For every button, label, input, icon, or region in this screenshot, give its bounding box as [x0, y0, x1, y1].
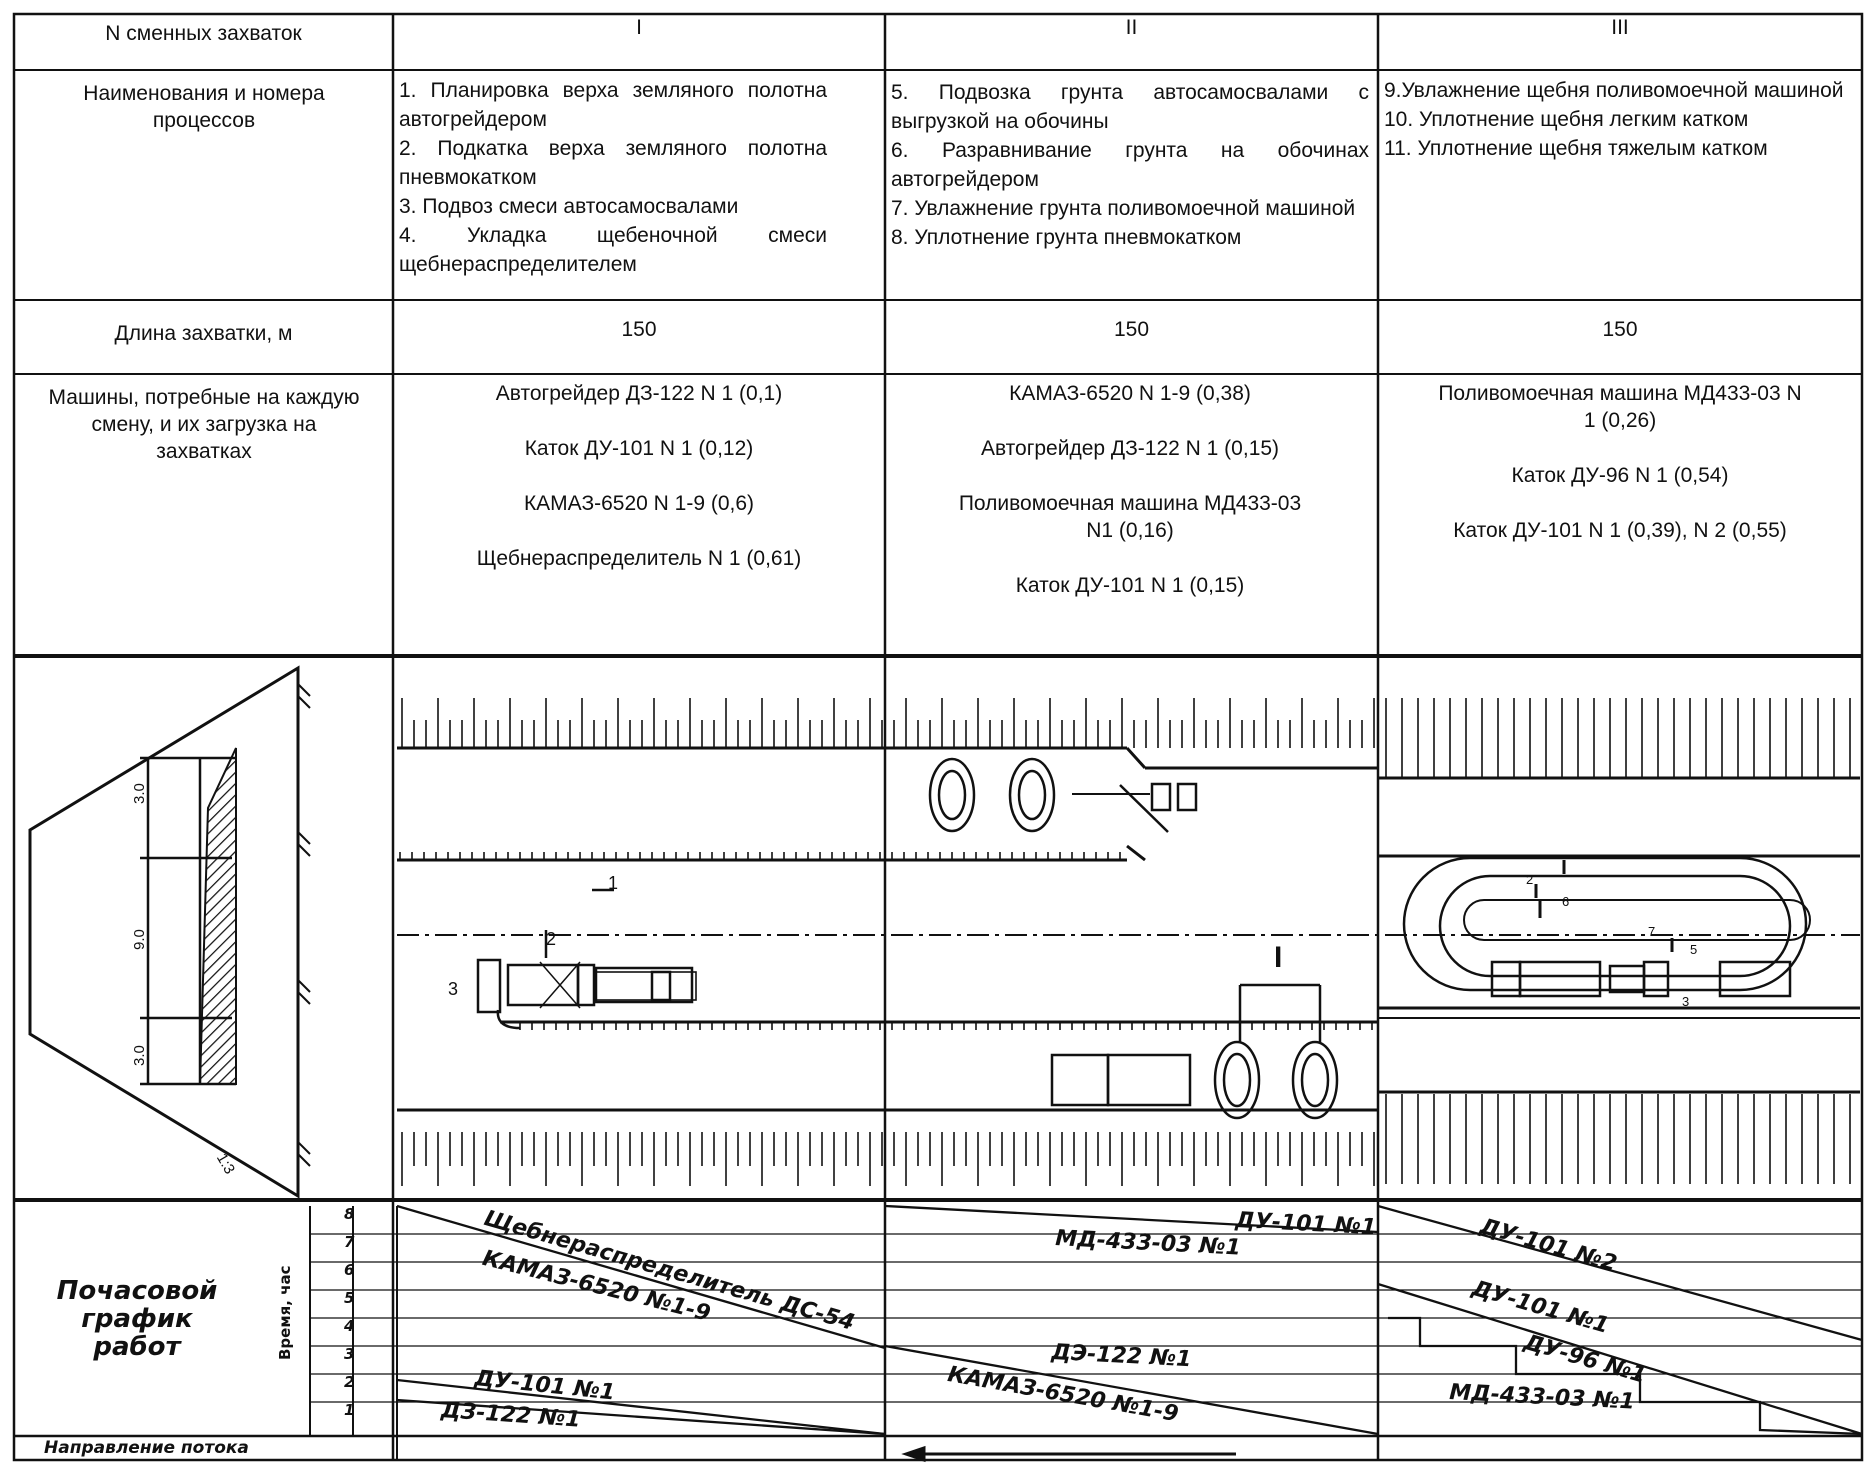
scheme-label-z3-3: 3: [1682, 994, 1690, 1009]
length-zone-III: 150: [1602, 318, 1638, 341]
hour-4: 4: [344, 1317, 355, 1335]
process-5: 5. Подвозка грунта автосамосвалами с выг…: [891, 81, 1369, 133]
schedule-lines: [396, 1204, 1863, 1436]
zone2-machines: [928, 757, 1339, 1120]
schedule-axis-label: Время, час: [276, 1265, 294, 1360]
schedule-title-3: работ: [93, 1332, 181, 1362]
schedule-title-1: Почасовой: [56, 1276, 218, 1306]
scheme-label-2: 2: [546, 929, 557, 949]
process-3: 3. Подвоз смеси автосамосвалами: [399, 195, 739, 218]
scheme-label-z3-5: 5: [1690, 942, 1698, 957]
process-7: 7. Увлажнение грунта поливомоечной машин…: [891, 197, 1356, 220]
length-zone-II: 150: [1113, 318, 1150, 341]
machine-ii-1: КАМАЗ-6520 N 1-9 (0,38): [1009, 382, 1251, 405]
processes-zone-II: 5. Подвозка грунта автосамосвалами с выг…: [885, 78, 1375, 252]
header-zone-I: I: [636, 16, 642, 39]
processes-label: Наименования и номера процессов: [83, 82, 325, 132]
schedule-grid: [309, 1206, 1862, 1460]
process-11: 11. Уплотнение щебня тяжелым катком: [1384, 137, 1768, 160]
length-label: Длина захватки, м: [114, 322, 293, 345]
process-9: 9.Увлажнение щебня поливомоечной машиной: [1384, 79, 1844, 102]
hour-2: 2: [344, 1373, 355, 1391]
header-col0: N сменных захваток: [105, 22, 302, 45]
machines-label: Машины, потребные на каждую смену, и их …: [48, 386, 360, 463]
machines-zone-I: Автогрейдер ДЗ-122 N 1 (0,1) Каток ДУ-10…: [393, 380, 885, 600]
scheme-label-3: 3: [448, 979, 459, 999]
machine-ii-3: Поливомоечная машина МД433-03 N1 (0,16): [958, 492, 1302, 542]
machine-iii-3: Каток ДУ-101 N 1 (0,39), N 2 (0,55): [1453, 519, 1787, 542]
zone1-machines: [476, 888, 697, 1030]
length-zone-I: 150: [621, 318, 657, 341]
dim-label-right: 3.0: [131, 1045, 148, 1066]
machine-iii-1: Поливомоечная машина МД433-03 N 1 (0,26): [1438, 382, 1802, 432]
scheme-label-z3-6: 6: [1562, 894, 1570, 909]
dim-label-left: 3.0: [131, 783, 148, 804]
process-10: 10. Уплотнение щебня легким катком: [1384, 108, 1749, 131]
header-zone-II: II: [1125, 16, 1138, 39]
ticks: [399, 698, 1851, 1186]
outer-frame: [12, 12, 1864, 1462]
machine-i-1: Автогрейдер ДЗ-122 N 1 (0,1): [495, 382, 783, 405]
process-2: 2. Подкатка верха земляного полотна пнев…: [399, 137, 827, 189]
machine-ii-4: Каток ДУ-101 N 1 (0,15): [1015, 574, 1245, 597]
header-zone-III: III: [1611, 16, 1629, 39]
dim-label-middle: 9.0: [131, 929, 148, 950]
scheme-label-z3-7: 7: [1648, 924, 1656, 939]
machine-ii-2: Автогрейдер ДЗ-122 N 1 (0,15): [980, 437, 1280, 460]
process-1: 1. Планировка верха земляного полотна ав…: [399, 79, 827, 131]
processes-zone-I: 1. Планировка верха земляного полотна ав…: [393, 76, 833, 279]
flow-arrow: [901, 1445, 1236, 1463]
process-6: 6. Разравнивание грунта на обочинах авто…: [891, 139, 1369, 191]
hour-3: 3: [344, 1345, 355, 1363]
machine-i-2: Каток ДУ-101 N 1 (0,12): [524, 437, 754, 460]
machine-i-4: Щебнераспределитель N 1 (0,61): [476, 547, 802, 570]
cross-section: [28, 665, 311, 1199]
machine-iii-2: Каток ДУ-96 N 1 (0,54): [1511, 464, 1729, 487]
scheme-label-z3-2: 2: [1526, 872, 1534, 887]
hour-6: 6: [344, 1261, 355, 1279]
machine-i-3: КАМАЗ-6520 N 1-9 (0,6): [523, 492, 755, 515]
zone3-machines: [1402, 856, 1811, 998]
machines-zone-II: КАМАЗ-6520 N 1-9 (0,38) Автогрейдер ДЗ-1…: [945, 380, 1315, 627]
schedule-title-2: график: [81, 1304, 193, 1334]
process-4: 4. Укладка щебеночной смеси щебнераспред…: [399, 224, 827, 276]
scheme-label-1: 1: [608, 873, 619, 893]
process-8: 8. Уплотнение грунта пневмокатком: [891, 226, 1242, 249]
hour-7: 7: [344, 1233, 355, 1251]
hour-1: 1: [344, 1401, 355, 1419]
flow-direction-label: Направление потока: [44, 1438, 249, 1458]
scheme-label-II-I: I: [1274, 941, 1283, 974]
hour-8: 8: [344, 1205, 355, 1223]
processes-zone-III: 9.Увлажнение щебня поливомоечной машиной…: [1378, 76, 1862, 163]
machines-zone-III: Поливомоечная машина МД433-03 N 1 (0,26)…: [1430, 380, 1810, 572]
hour-5: 5: [344, 1289, 355, 1307]
